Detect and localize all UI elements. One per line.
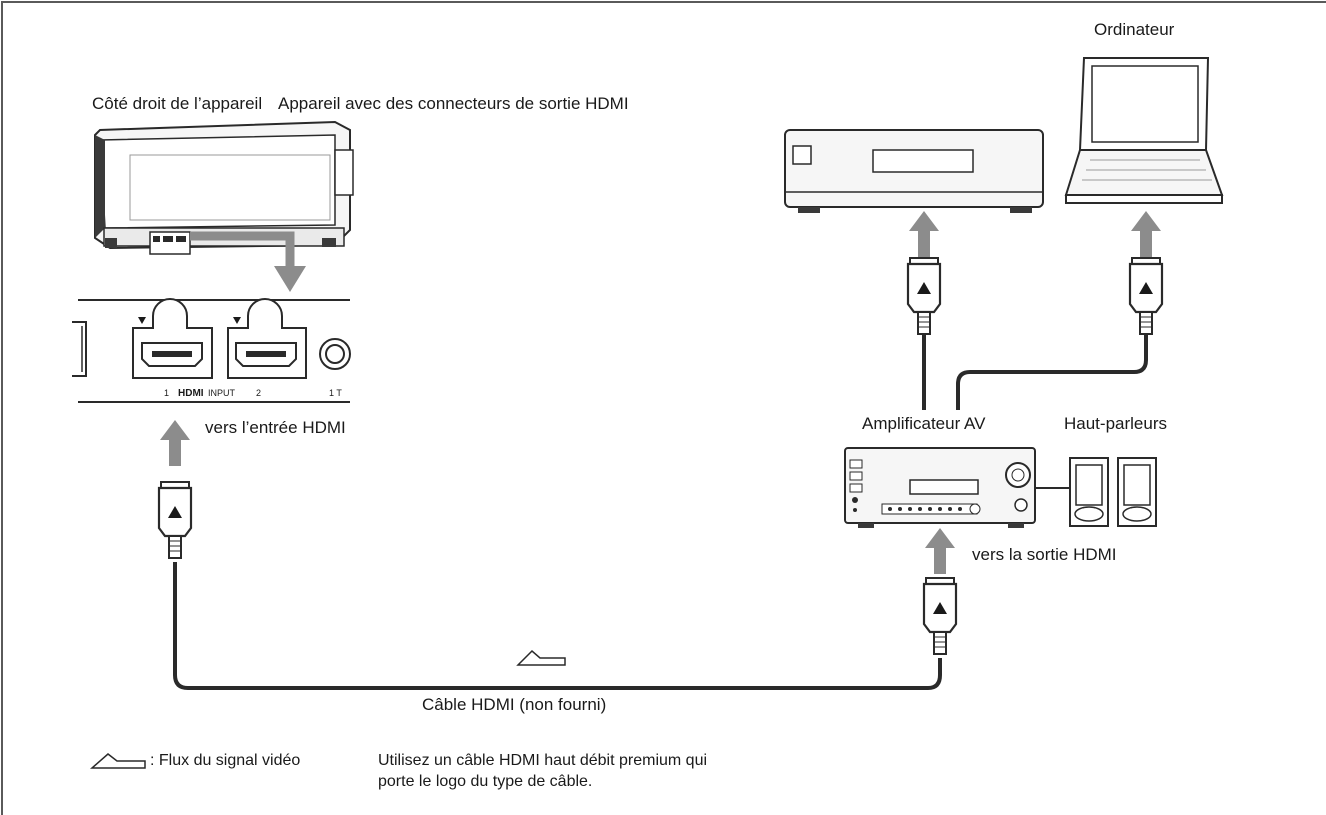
av-source-device	[784, 129, 1044, 213]
note-line-1: Utilisez un câble HDMI haut débit premiu…	[378, 752, 708, 769]
legend-signal-flow-icon	[90, 753, 146, 769]
label-av-amplifier: Amplificateur AV	[862, 414, 986, 433]
signal-flow-icon	[516, 649, 566, 666]
label-hdmi-cable: Câble HDMI (non fourni)	[422, 695, 607, 714]
panel-trigger: 1 T	[329, 388, 342, 398]
av-amplifier-illustration	[844, 447, 1072, 528]
panel-hdmi-logo: HDMI	[178, 388, 204, 399]
hdmi-plug-projector	[157, 480, 193, 560]
legend-flow-text: : Flux du signal vidéo	[150, 752, 301, 769]
hdmi-cable	[173, 562, 942, 690]
label-speakers: Haut-parleurs	[1064, 414, 1167, 433]
speakers-illustration	[1069, 457, 1157, 527]
arrow-from-amp-output	[925, 528, 955, 574]
arrow-to-source-device	[909, 211, 939, 257]
projector-illustration	[94, 120, 354, 292]
arrow-to-computer	[1131, 211, 1161, 257]
label-devices-heading: Appareil avec des connecteurs de sortie …	[278, 94, 629, 113]
panel-input-label: INPUT	[208, 388, 236, 398]
note-line-2: porte le logo du type de câble.	[378, 773, 593, 790]
label-to-hdmi-input: vers l’entrée HDMI	[205, 418, 346, 437]
cable-computer-to-amp	[956, 334, 1148, 410]
hdmi-plug-amp-output	[922, 576, 958, 656]
hdmi-input-panel: 1 HDMI INPUT 2 1 T	[72, 298, 351, 403]
hdmi-plug-source-device	[906, 256, 942, 336]
arrow-to-hdmi-input	[160, 420, 190, 466]
label-computer: Ordinateur	[1094, 20, 1175, 39]
computer-illustration	[1064, 57, 1224, 204]
label-to-hdmi-output: vers la sortie HDMI	[972, 545, 1117, 564]
label-projector-side: Côté droit de l’appareil	[92, 94, 263, 113]
hdmi-plug-computer	[1128, 256, 1164, 336]
panel-input-1: 1	[164, 388, 169, 398]
panel-input-2: 2	[256, 388, 261, 398]
